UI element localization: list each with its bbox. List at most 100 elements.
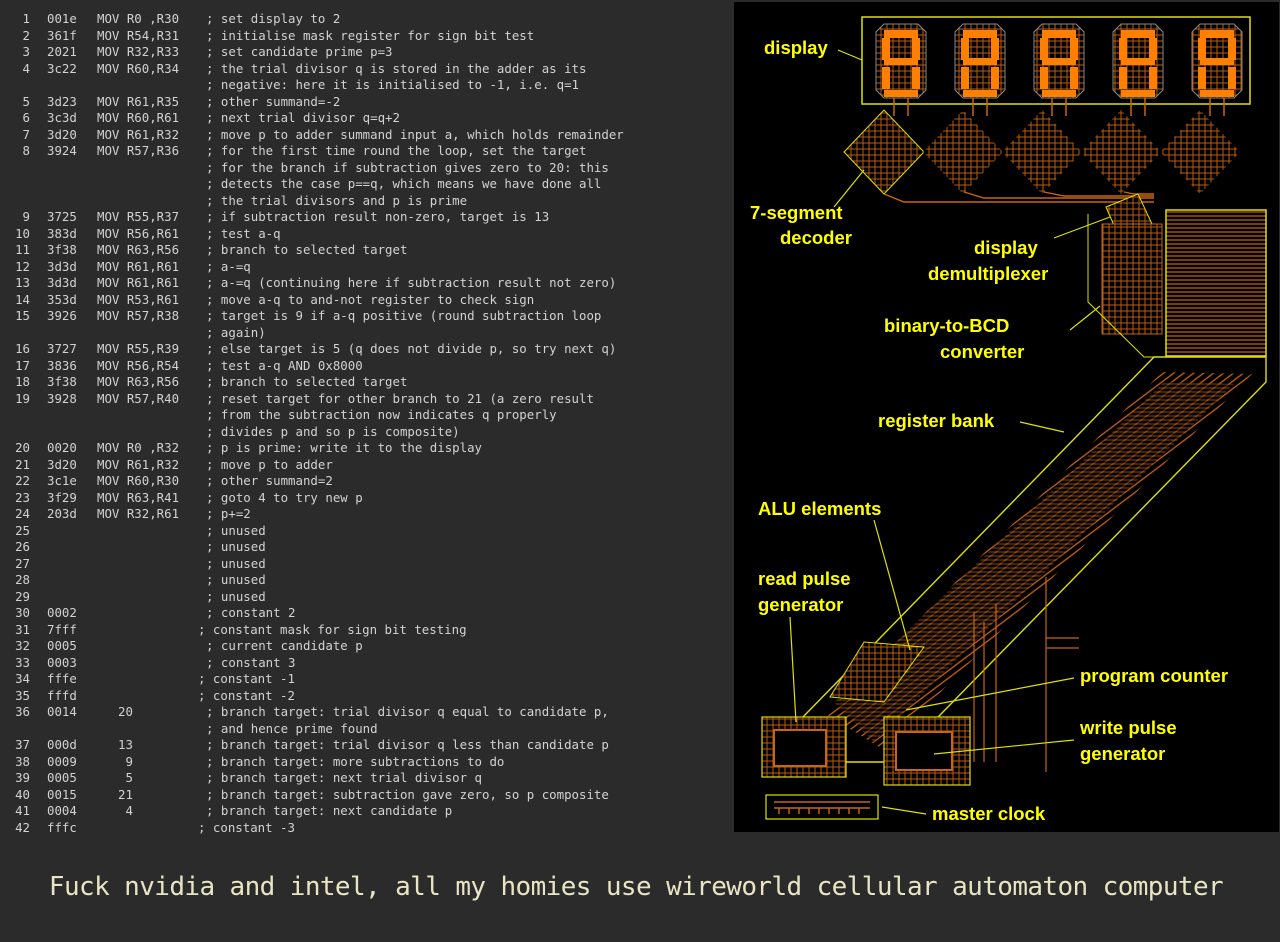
comment: ; branch target: trial divisor q less th… [206, 737, 609, 752]
instruction: MOV R32,R61 [97, 506, 180, 521]
leader-lines [789, 49, 1111, 815]
alu-block [829, 641, 925, 703]
line-number: 26 [15, 539, 30, 554]
label-bcd-line1: binary-to-BCD [884, 315, 1009, 336]
instruction: MOV R57,R36 [97, 143, 180, 158]
hex-word: fffe [47, 671, 77, 686]
branch-value: 13 [118, 737, 133, 752]
comment: ; test a-q AND 0x8000 [206, 357, 363, 373]
decoder-bus [883, 191, 1154, 203]
label-program-counter: program counter [1080, 665, 1228, 686]
comment: ; constant 3 [206, 654, 296, 670]
line-number: 2 [22, 27, 30, 43]
comment: ; the trial divisors and p is prime [206, 192, 468, 208]
comment: ; current candidate p [206, 638, 363, 653]
line-number: 9 [22, 209, 30, 224]
hex-word: 3727 [47, 341, 77, 356]
line-number: 33 [15, 654, 30, 670]
meme-caption: Fuck nvidia and intel, all my homies use… [48, 872, 1224, 902]
comment: ; again) [206, 324, 266, 340]
hex-word: fffc [47, 819, 77, 835]
line-number: 15 [15, 308, 30, 323]
hex-word: 0014 [47, 704, 77, 719]
line-number: 11 [15, 242, 30, 257]
instruction: MOV R60,R34 [97, 60, 180, 76]
hex-word: 000d [47, 737, 77, 752]
line-number: 38 [15, 753, 30, 769]
label-write-pulse-line1: write pulse [1079, 717, 1177, 738]
line-number: 25 [15, 522, 30, 538]
branch-value: 4 [118, 803, 133, 818]
branch-value: 9 [118, 753, 133, 769]
line-number: 14 [15, 291, 30, 307]
line-number: 37 [15, 737, 30, 752]
label-7seg-line1: 7-segment [750, 202, 843, 223]
hex-word: 0002 [47, 605, 77, 620]
comment: ; branch target: subtraction gave zero, … [206, 786, 609, 802]
instruction: MOV R61,R35 [97, 93, 180, 109]
comment: ; branch to selected target [206, 242, 408, 257]
instruction: MOV R55,R37 [97, 209, 180, 224]
master-clock-block [765, 794, 879, 820]
hex-word: 7fff [47, 621, 77, 637]
line-number: 5 [22, 93, 30, 109]
listing-line: ; and hence prime found [8, 721, 728, 738]
hex-word: 3d20 [47, 456, 77, 472]
bcd-converter-block [1087, 209, 1267, 358]
instruction: MOV R61,R32 [97, 456, 180, 472]
hex-word: 001e [47, 11, 77, 26]
label-register-bank: register bank [878, 410, 995, 431]
listing-line: 27; unused [8, 556, 728, 573]
label-read-pulse-line2: generator [758, 594, 843, 615]
branch-value: 20 [118, 704, 133, 719]
comment: ; constant -2 [198, 687, 295, 703]
comment: ; unused [206, 522, 266, 538]
hex-word: 3926 [47, 308, 77, 323]
seven-segment-decoders [843, 109, 1240, 203]
decoder-diamond [1081, 110, 1161, 194]
comment: ; divides p and so p is composite) [206, 423, 460, 439]
instruction: MOV R0 ,R32 [97, 440, 180, 455]
line-number: 23 [15, 489, 30, 505]
listing-line: ; negative: here it is initialised to -1… [8, 77, 728, 94]
read-pulse-generator-block [761, 716, 847, 778]
line-number: 12 [15, 258, 30, 274]
hex-word: 3c3d [47, 110, 77, 125]
hex-word: 3836 [47, 357, 77, 373]
listing-line: 29; unused [8, 589, 728, 606]
decoder-diamond [923, 110, 1003, 194]
register-bank-block [801, 356, 1267, 772]
comment: ; initialise mask register for sign bit … [206, 27, 535, 43]
hex-word: 0015 [47, 786, 77, 802]
hex-word: 3725 [47, 209, 77, 224]
comment: ; negative: here it is initialised to -1… [206, 77, 579, 92]
line-number: 3 [22, 44, 30, 59]
label-alu: ALU elements [758, 498, 881, 519]
hex-word: 203d [47, 506, 77, 521]
line-number: 39 [15, 770, 30, 785]
comment: ; branch target: trial divisor q equal t… [206, 704, 609, 719]
comment: ; branch target: next candidate p [206, 803, 453, 818]
listing-line: ; for the branch if subtraction gives ze… [8, 160, 728, 177]
seven-segment-digit [1112, 23, 1164, 116]
comment: ; unused [206, 588, 266, 604]
instruction: MOV R53,R61 [97, 291, 180, 307]
hex-word: 3928 [47, 390, 77, 406]
line-number: 24 [15, 506, 30, 521]
comment: ; move p to adder [206, 456, 333, 472]
hex-word: 2021 [47, 44, 77, 59]
listing-line: 25 ; unused [8, 523, 728, 540]
label-7seg-line2: decoder [780, 227, 852, 248]
listing-line: ; from the subtraction now indicates q p… [8, 407, 728, 424]
label-read-pulse-line1: read pulse [758, 568, 851, 589]
seven-segment-digit [1033, 23, 1085, 116]
comment: ; a-=q (continuing here if subtraction r… [206, 275, 617, 290]
